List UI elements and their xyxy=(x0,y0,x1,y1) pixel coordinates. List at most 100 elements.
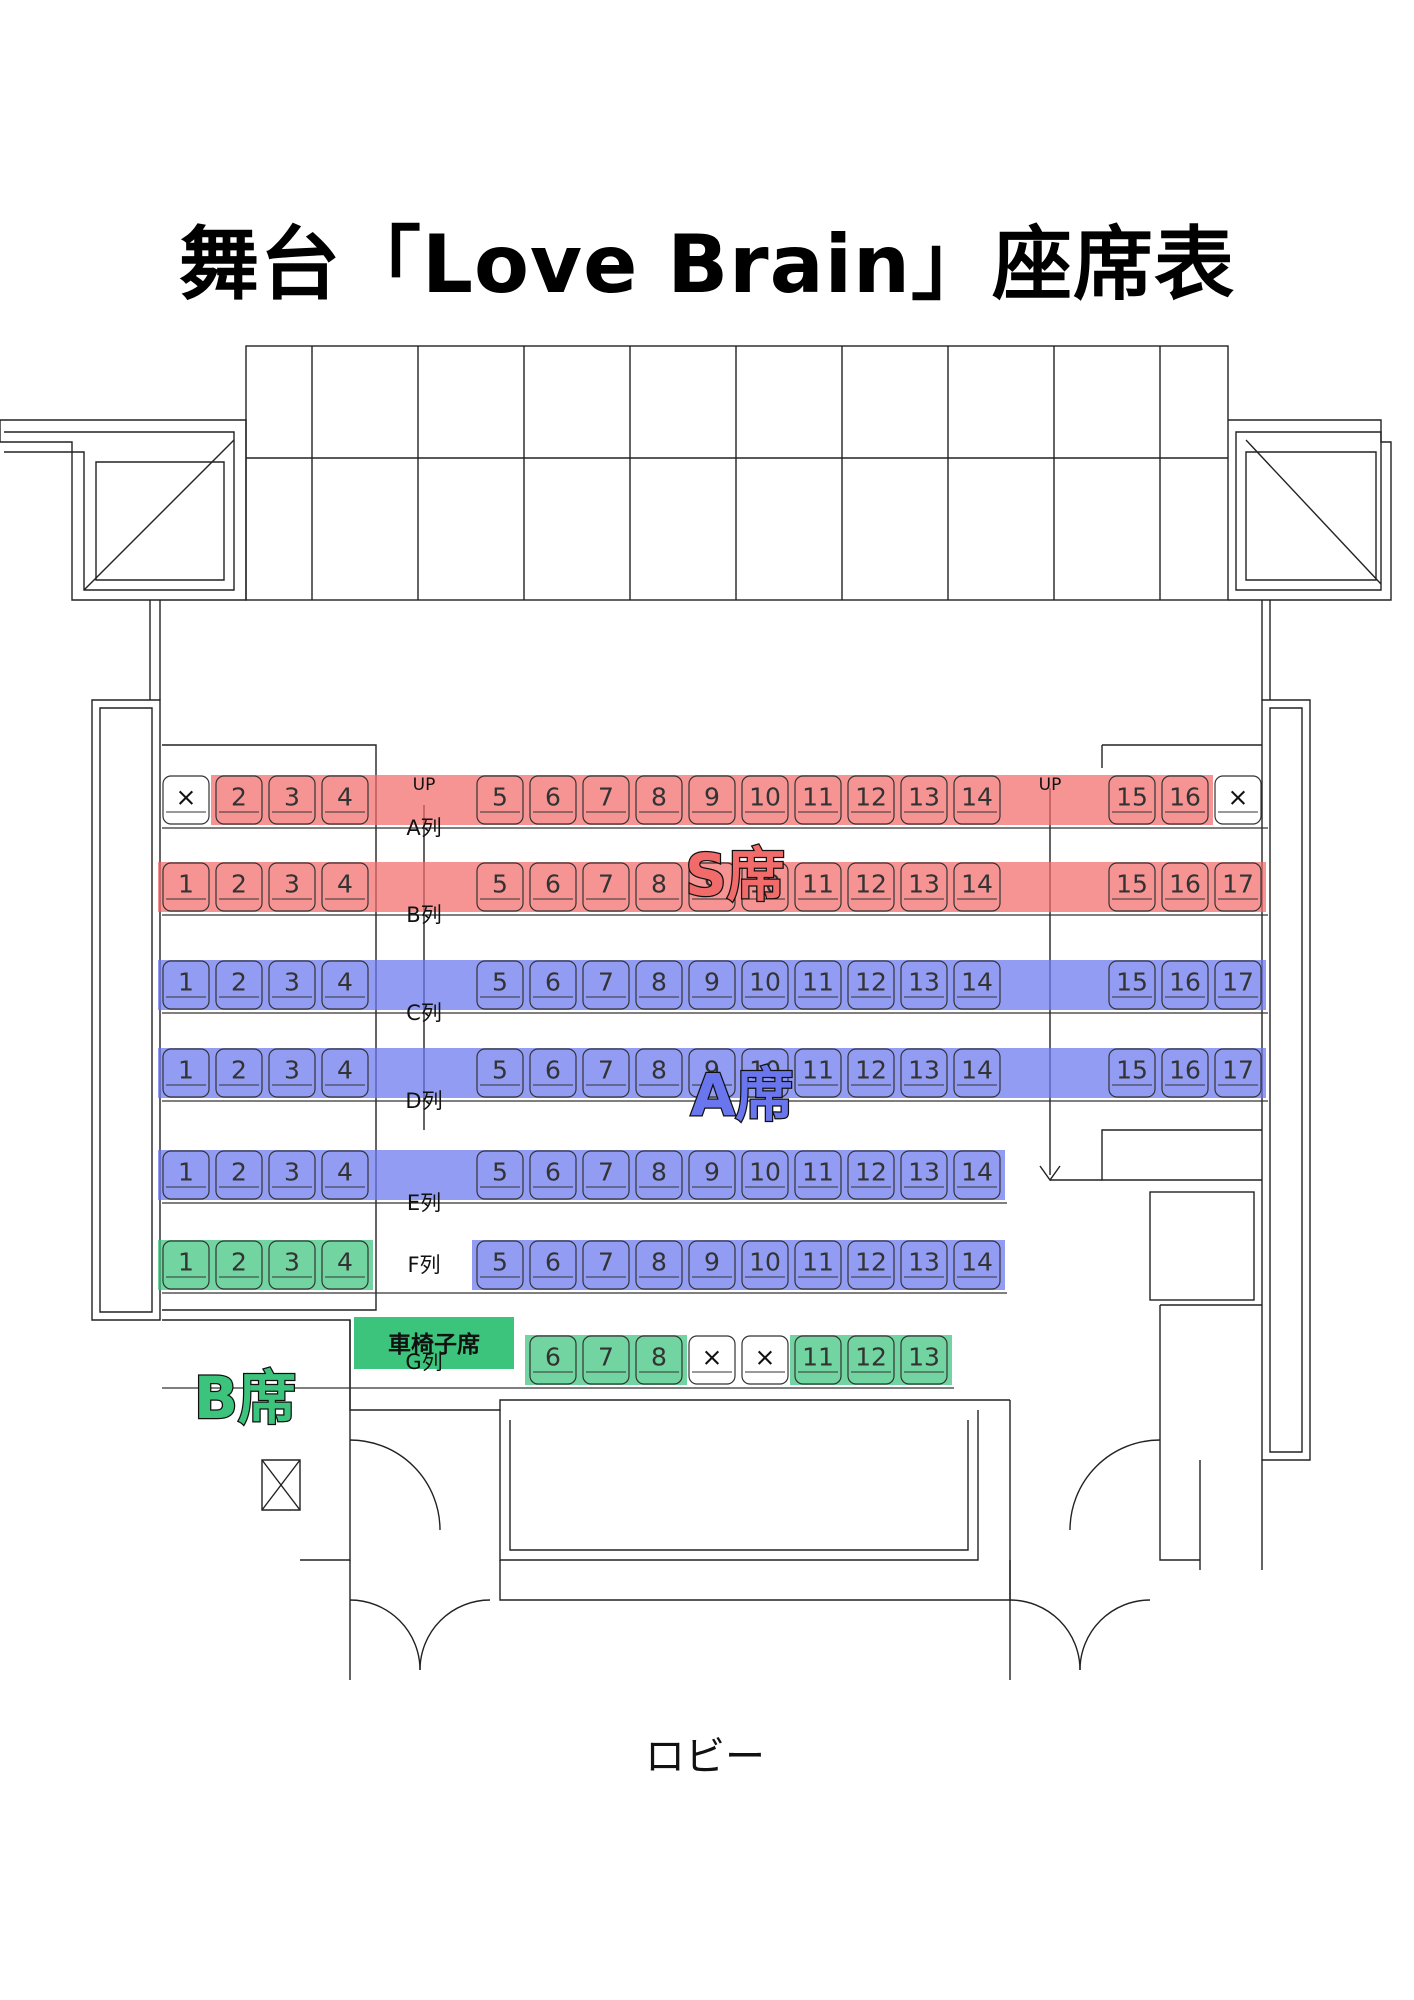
seat[interactable]: 1 xyxy=(162,1048,210,1098)
seat[interactable]: 17 xyxy=(1214,862,1262,912)
seat[interactable]: 8 xyxy=(635,1335,683,1385)
seat[interactable]: 8 xyxy=(635,775,683,825)
seat[interactable]: 3 xyxy=(268,1048,316,1098)
seat[interactable]: 11 xyxy=(794,862,842,912)
seat[interactable]: 15 xyxy=(1108,960,1156,1010)
seat[interactable]: 1 xyxy=(162,862,210,912)
seat[interactable]: 12 xyxy=(847,775,895,825)
seat[interactable]: 15 xyxy=(1108,1048,1156,1098)
seat[interactable]: 16 xyxy=(1161,1048,1209,1098)
seat[interactable]: 12 xyxy=(847,1240,895,1290)
seat[interactable]: 16 xyxy=(1161,862,1209,912)
seat[interactable]: 7 xyxy=(582,862,630,912)
seat[interactable]: 13 xyxy=(900,775,948,825)
seat[interactable]: 4 xyxy=(321,1240,369,1290)
seat[interactable]: 5 xyxy=(476,862,524,912)
seat[interactable]: 17 xyxy=(1214,960,1262,1010)
seat[interactable]: 6 xyxy=(529,1240,577,1290)
seat[interactable]: 11 xyxy=(794,1335,842,1385)
seat[interactable]: 6 xyxy=(529,960,577,1010)
seat[interactable]: 7 xyxy=(582,960,630,1010)
seat[interactable]: × xyxy=(741,1335,789,1385)
seat[interactable]: 2 xyxy=(215,1048,263,1098)
seat[interactable]: 2 xyxy=(215,1240,263,1290)
seat[interactable]: 14 xyxy=(953,1240,1001,1290)
seat[interactable]: 13 xyxy=(900,1335,948,1385)
seat[interactable]: 8 xyxy=(635,960,683,1010)
seat[interactable]: 2 xyxy=(215,862,263,912)
seat[interactable]: 14 xyxy=(953,960,1001,1010)
seat[interactable]: 15 xyxy=(1108,862,1156,912)
seat[interactable]: 6 xyxy=(529,1048,577,1098)
seat[interactable]: 7 xyxy=(582,1150,630,1200)
seat[interactable]: 7 xyxy=(582,1240,630,1290)
seat[interactable]: 6 xyxy=(529,775,577,825)
seat[interactable]: 9 xyxy=(688,862,736,912)
seat[interactable]: 6 xyxy=(529,1150,577,1200)
seat[interactable]: 4 xyxy=(321,960,369,1010)
seat[interactable]: 5 xyxy=(476,960,524,1010)
seat[interactable]: 5 xyxy=(476,1150,524,1200)
seat[interactable]: 10 xyxy=(741,775,789,825)
seat[interactable]: 13 xyxy=(900,1150,948,1200)
seat[interactable]: 4 xyxy=(321,1150,369,1200)
seat[interactable]: 16 xyxy=(1161,775,1209,825)
seat[interactable]: 7 xyxy=(582,1048,630,1098)
seat[interactable]: 14 xyxy=(953,1150,1001,1200)
seat[interactable]: 2 xyxy=(215,775,263,825)
seat[interactable]: 7 xyxy=(582,775,630,825)
seat[interactable]: 2 xyxy=(215,960,263,1010)
seat[interactable]: 14 xyxy=(953,862,1001,912)
seat[interactable]: 11 xyxy=(794,1240,842,1290)
seat[interactable]: 10 xyxy=(741,862,789,912)
seat[interactable]: 12 xyxy=(847,1335,895,1385)
seat[interactable]: 5 xyxy=(476,1048,524,1098)
seat[interactable]: 11 xyxy=(794,1150,842,1200)
seat[interactable]: 9 xyxy=(688,775,736,825)
seat[interactable]: 4 xyxy=(321,862,369,912)
seat[interactable]: 4 xyxy=(321,775,369,825)
seat[interactable]: 17 xyxy=(1214,1048,1262,1098)
seat[interactable]: 9 xyxy=(688,960,736,1010)
seat[interactable]: 5 xyxy=(476,775,524,825)
seat[interactable]: 6 xyxy=(529,862,577,912)
seat[interactable]: 1 xyxy=(162,1150,210,1200)
seat[interactable]: 14 xyxy=(953,775,1001,825)
seat[interactable]: 10 xyxy=(741,1240,789,1290)
seat[interactable]: 10 xyxy=(741,1150,789,1200)
seat[interactable]: 9 xyxy=(688,1048,736,1098)
seat[interactable]: 10 xyxy=(741,1048,789,1098)
seat[interactable]: 11 xyxy=(794,960,842,1010)
seat[interactable]: 8 xyxy=(635,1240,683,1290)
seat[interactable]: 8 xyxy=(635,1150,683,1200)
seat[interactable]: 3 xyxy=(268,1240,316,1290)
seat[interactable]: 3 xyxy=(268,862,316,912)
seat[interactable]: 8 xyxy=(635,862,683,912)
seat[interactable]: 12 xyxy=(847,862,895,912)
seat[interactable]: 1 xyxy=(162,960,210,1010)
seat[interactable]: 13 xyxy=(900,960,948,1010)
seat[interactable]: 16 xyxy=(1161,960,1209,1010)
seat[interactable]: 2 xyxy=(215,1150,263,1200)
seat[interactable]: 10 xyxy=(741,960,789,1010)
seat[interactable]: 1 xyxy=(162,1240,210,1290)
seat[interactable]: 3 xyxy=(268,960,316,1010)
seat[interactable]: 9 xyxy=(688,1240,736,1290)
seat[interactable]: 7 xyxy=(582,1335,630,1385)
seat[interactable]: 3 xyxy=(268,775,316,825)
seat[interactable]: 9 xyxy=(688,1150,736,1200)
seat[interactable]: × xyxy=(688,1335,736,1385)
seat[interactable]: 8 xyxy=(635,1048,683,1098)
seat[interactable]: 12 xyxy=(847,960,895,1010)
seat[interactable]: 15 xyxy=(1108,775,1156,825)
seat[interactable]: 13 xyxy=(900,1048,948,1098)
seat[interactable]: 14 xyxy=(953,1048,1001,1098)
seat[interactable]: 13 xyxy=(900,1240,948,1290)
seat[interactable]: 12 xyxy=(847,1150,895,1200)
seat[interactable]: 13 xyxy=(900,862,948,912)
seat[interactable]: × xyxy=(162,775,210,825)
seat[interactable]: 6 xyxy=(529,1335,577,1385)
seat[interactable]: 4 xyxy=(321,1048,369,1098)
seat[interactable]: × xyxy=(1214,775,1262,825)
seat[interactable]: 5 xyxy=(476,1240,524,1290)
